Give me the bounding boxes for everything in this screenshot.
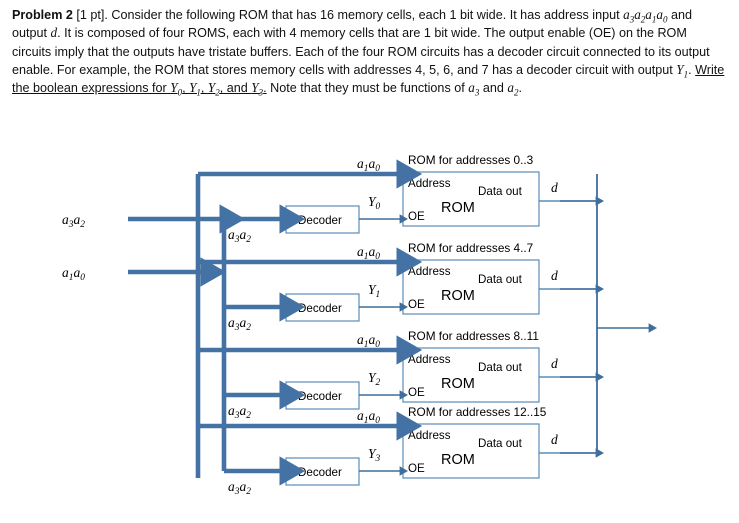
rom-box-2[interactable] xyxy=(402,347,540,403)
rom-addr-bus-label-1: a1a0 xyxy=(357,244,380,262)
problem-sentence-1a: Consider the following ROM that has 16 m… xyxy=(111,8,620,22)
decoder-output-label-3: Y3 xyxy=(368,446,381,464)
output-var: d xyxy=(50,25,58,41)
rom-body-label-1: ROM xyxy=(441,288,475,304)
problem-sentence-1b: and output xyxy=(12,8,692,41)
decoder-label-0: Decoder xyxy=(298,214,342,227)
problem-sentence-4: Note that they must be functions of xyxy=(270,81,465,96)
rom-row-3: ROM for addresses 12..15 Address OE Data… xyxy=(357,405,604,479)
rom-box-1[interactable] xyxy=(402,259,540,315)
decoder-label-3: Decoder xyxy=(298,466,342,479)
input-label-a3a2: a3a2 xyxy=(62,212,85,230)
problem-statement: Problem 2 [1 pt]. Consider the following… xyxy=(12,6,728,97)
rom-body-label-3: ROM xyxy=(441,452,475,468)
rom-caption-1: ROM for addresses 4..7 xyxy=(408,241,533,255)
decoder-input-label-3: a3a2 xyxy=(228,479,251,497)
decoder-label-2: Decoder xyxy=(298,390,342,403)
rom-addr-bus-label-2: a1a0 xyxy=(357,332,380,350)
a2-var: a2 xyxy=(507,80,519,98)
rom-box-0[interactable] xyxy=(402,171,540,227)
decoder-label-1: Decoder xyxy=(298,302,342,315)
y1-var: Y1 xyxy=(676,61,689,80)
rom-address-port-1: Address xyxy=(408,265,451,278)
rom-address-port-3: Address xyxy=(408,429,451,442)
decoder-output-label-1: Y1 xyxy=(368,282,380,300)
decoder-input-label-0: a3a2 xyxy=(228,227,251,245)
rom-data-label-1: d xyxy=(551,268,558,283)
rom-address-port-0: Address xyxy=(408,177,451,190)
rom-data-label-0: d xyxy=(551,180,558,195)
problem-sentence-2: . It is composed of four ROMS, each with… xyxy=(12,26,710,77)
rom-data-label-3: d xyxy=(551,432,558,447)
rom-oe-port-2: OE xyxy=(408,386,425,399)
rom-addr-bus-label-3: a1a0 xyxy=(357,408,380,426)
rom-row-2: ROM for addresses 8..11 Address OE Data … xyxy=(357,329,604,403)
rom-addr-bus-label-0: a1a0 xyxy=(357,156,380,174)
problem-period: . xyxy=(688,62,692,77)
rom-data-label-2: d xyxy=(551,356,558,371)
problem-points: [1 pt]. xyxy=(76,8,108,22)
decoder-output-label-0: Y0 xyxy=(368,194,381,212)
rom-oe-port-3: OE xyxy=(408,462,425,475)
rom-address-port-2: Address xyxy=(408,353,451,366)
address-input-var: a3a2a1a0 xyxy=(623,7,668,25)
rom-dataout-port-1: Data out xyxy=(478,273,523,286)
problem-final-period: . xyxy=(518,81,522,96)
input-label-a1a0: a1a0 xyxy=(62,265,85,283)
rom-dataout-port-2: Data out xyxy=(478,361,523,374)
rom-caption-2: ROM for addresses 8..11 xyxy=(408,329,539,343)
rom-row-1: ROM for addresses 4..7 Address OE Data o… xyxy=(357,241,604,315)
problem-label: Problem 2 xyxy=(12,8,73,22)
rom-box-3[interactable] xyxy=(402,423,540,479)
decoder-row-2: Decoder Y2 xyxy=(285,370,408,410)
decoder-row-1: Decoder Y1 xyxy=(285,282,408,322)
rom-oe-port-0: OE xyxy=(408,210,425,223)
decoder-output-label-2: Y2 xyxy=(368,370,381,388)
decoder-input-label-2: a3a2 xyxy=(228,403,251,421)
rom-dataout-port-0: Data out xyxy=(478,185,523,198)
rom-oe-port-1: OE xyxy=(408,298,425,311)
rom-dataout-port-3: Data out xyxy=(478,437,523,450)
decoder-row-3: Decoder Y3 xyxy=(285,446,408,486)
rom-caption-0: ROM for addresses 0..3 xyxy=(408,153,534,167)
rom-body-label-2: ROM xyxy=(441,376,475,392)
rom-block-diagram: ROM for addresses 0..3 Address OE Data o… xyxy=(0,148,739,523)
decoder-row-0: Decoder Y0 xyxy=(285,194,408,234)
rom-caption-3: ROM for addresses 12..15 xyxy=(408,405,547,419)
problem-and: and xyxy=(482,81,504,96)
problem-instruction-underlined: Write the boolean expressions for Y0, Y1… xyxy=(12,62,725,98)
rom-row-0: ROM for addresses 0..3 Address OE Data o… xyxy=(357,153,604,227)
a3-var: a3 xyxy=(468,80,480,98)
decoder-input-label-1: a3a2 xyxy=(228,315,251,333)
rom-body-label-0: ROM xyxy=(441,200,475,216)
